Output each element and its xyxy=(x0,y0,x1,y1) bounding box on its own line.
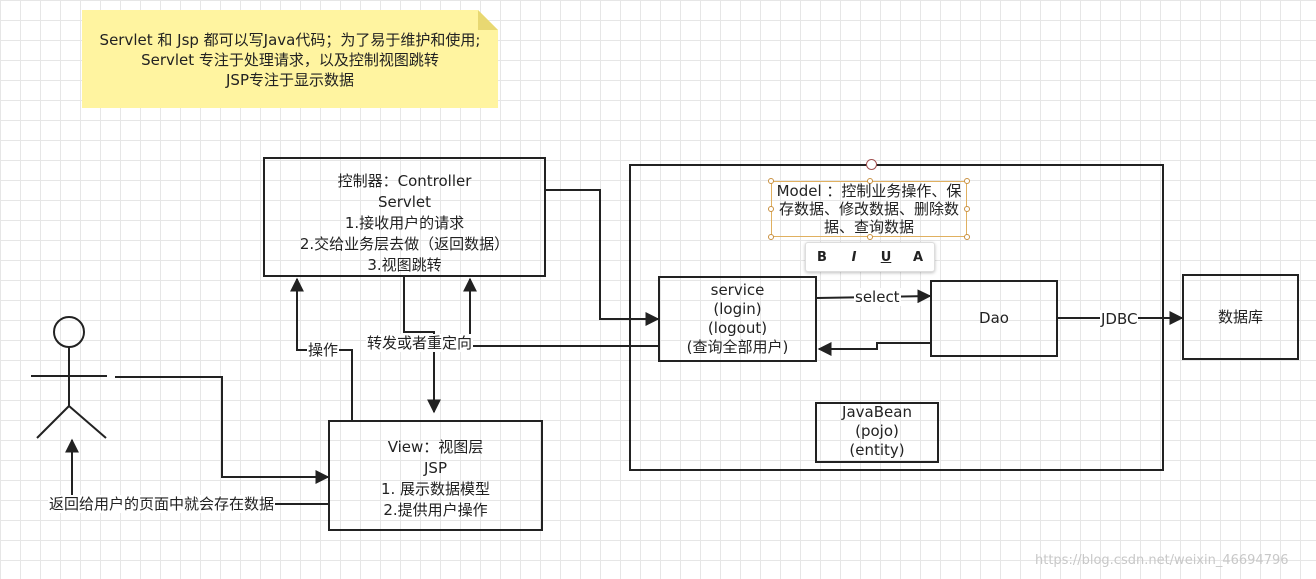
resize-handle[interactable] xyxy=(964,206,970,212)
database-box[interactable] xyxy=(1182,274,1299,360)
model-text[interactable]: Model ：控制业务操作、保 存数据、修改数据、删除数 据、查询数据 xyxy=(771,182,967,236)
controller-line: 3.视图跳转 xyxy=(367,256,442,274)
watermark: https://blog.csdn.net/weixin_46694796 xyxy=(1035,553,1289,568)
edge-label-operate: 操作 xyxy=(307,341,340,359)
service-line: (查询全部用户) xyxy=(686,338,789,356)
service-text: service (login) (logout) (查询全部用户) xyxy=(658,281,817,357)
view-line: View：视图层 xyxy=(387,438,484,456)
service-line: service xyxy=(710,281,765,299)
note-line: Servlet 和 Jsp 都可以写Java代码；为了易于维护和使用; xyxy=(99,31,481,49)
edge-controller-view xyxy=(403,277,441,414)
note-line: JSP专注于显示数据 xyxy=(226,71,354,89)
resize-handle[interactable] xyxy=(964,178,970,184)
database-label: 数据库 xyxy=(1217,308,1263,326)
resize-handle[interactable] xyxy=(768,178,774,184)
controller-line: 控制器：Controller xyxy=(337,172,472,190)
resize-handle[interactable] xyxy=(964,234,970,240)
view-box[interactable] xyxy=(328,420,543,531)
javabean-line: (pojo) xyxy=(855,422,899,440)
edge-dao-service xyxy=(817,342,930,356)
sticky-note-text: Servlet 和 Jsp 都可以写Java代码；为了易于维护和使用; Serv… xyxy=(82,30,498,90)
model-line: Model ：控制业务操作、保 xyxy=(776,182,962,200)
dao-box[interactable] xyxy=(930,280,1058,357)
javabean-line: (entity) xyxy=(849,441,905,459)
view-text: View：视图层 JSP 1. 展示数据模型 2.提供用户操作 xyxy=(328,437,543,521)
controller-text: 控制器：Controller Servlet 1.接收用户的请求 2.交给业务层… xyxy=(263,171,546,276)
controller-box[interactable] xyxy=(263,157,546,277)
controller-line: Servlet xyxy=(377,193,432,211)
edge-label-jdbc: JDBC xyxy=(1100,310,1139,328)
controller-line: 2.交给业务层去做（返回数据） xyxy=(299,235,510,253)
note-line: Servlet 专注于处理请求，以及控制视图跳转 xyxy=(141,51,439,69)
javabean-text: JavaBean (pojo) (entity) xyxy=(815,403,939,460)
edge-label-return-to-user: 返回给用户的页面中就会存在数据 xyxy=(48,495,276,513)
model-container[interactable] xyxy=(629,164,1164,471)
bold-button[interactable]: B xyxy=(817,249,827,265)
javabean-box[interactable] xyxy=(815,402,939,463)
resize-handle[interactable] xyxy=(867,234,873,240)
sticky-note[interactable] xyxy=(82,10,498,108)
view-line: 1. 展示数据模型 xyxy=(380,480,491,498)
javabean-line: JavaBean xyxy=(842,403,912,421)
edge-user-view xyxy=(115,376,330,484)
model-line: 据、查询数据 xyxy=(823,218,914,236)
dao-label: Dao xyxy=(979,309,1009,327)
resize-handle[interactable] xyxy=(768,206,774,212)
edge-label-select: select xyxy=(854,288,901,306)
service-line: (login) xyxy=(713,300,762,318)
user-actor xyxy=(31,316,107,439)
underline-button[interactable]: U xyxy=(880,249,892,265)
view-line: JSP xyxy=(424,459,447,477)
edge-label-forward-redirect: 转发或者重定向 xyxy=(366,334,474,352)
model-line: 存数据、修改数据、删除数 xyxy=(778,200,959,218)
rotate-handle[interactable] xyxy=(866,159,877,170)
font-color-button[interactable]: A xyxy=(912,249,924,265)
italic-button[interactable]: I xyxy=(851,249,857,265)
service-line: (logout) xyxy=(707,319,768,337)
resize-handle[interactable] xyxy=(867,178,873,184)
service-box[interactable] xyxy=(658,276,817,362)
view-line: 2.提供用户操作 xyxy=(383,501,488,519)
text-format-toolbar: B I U A xyxy=(805,242,935,272)
controller-line: 1.接收用户的请求 xyxy=(344,214,465,232)
resize-handle[interactable] xyxy=(768,234,774,240)
